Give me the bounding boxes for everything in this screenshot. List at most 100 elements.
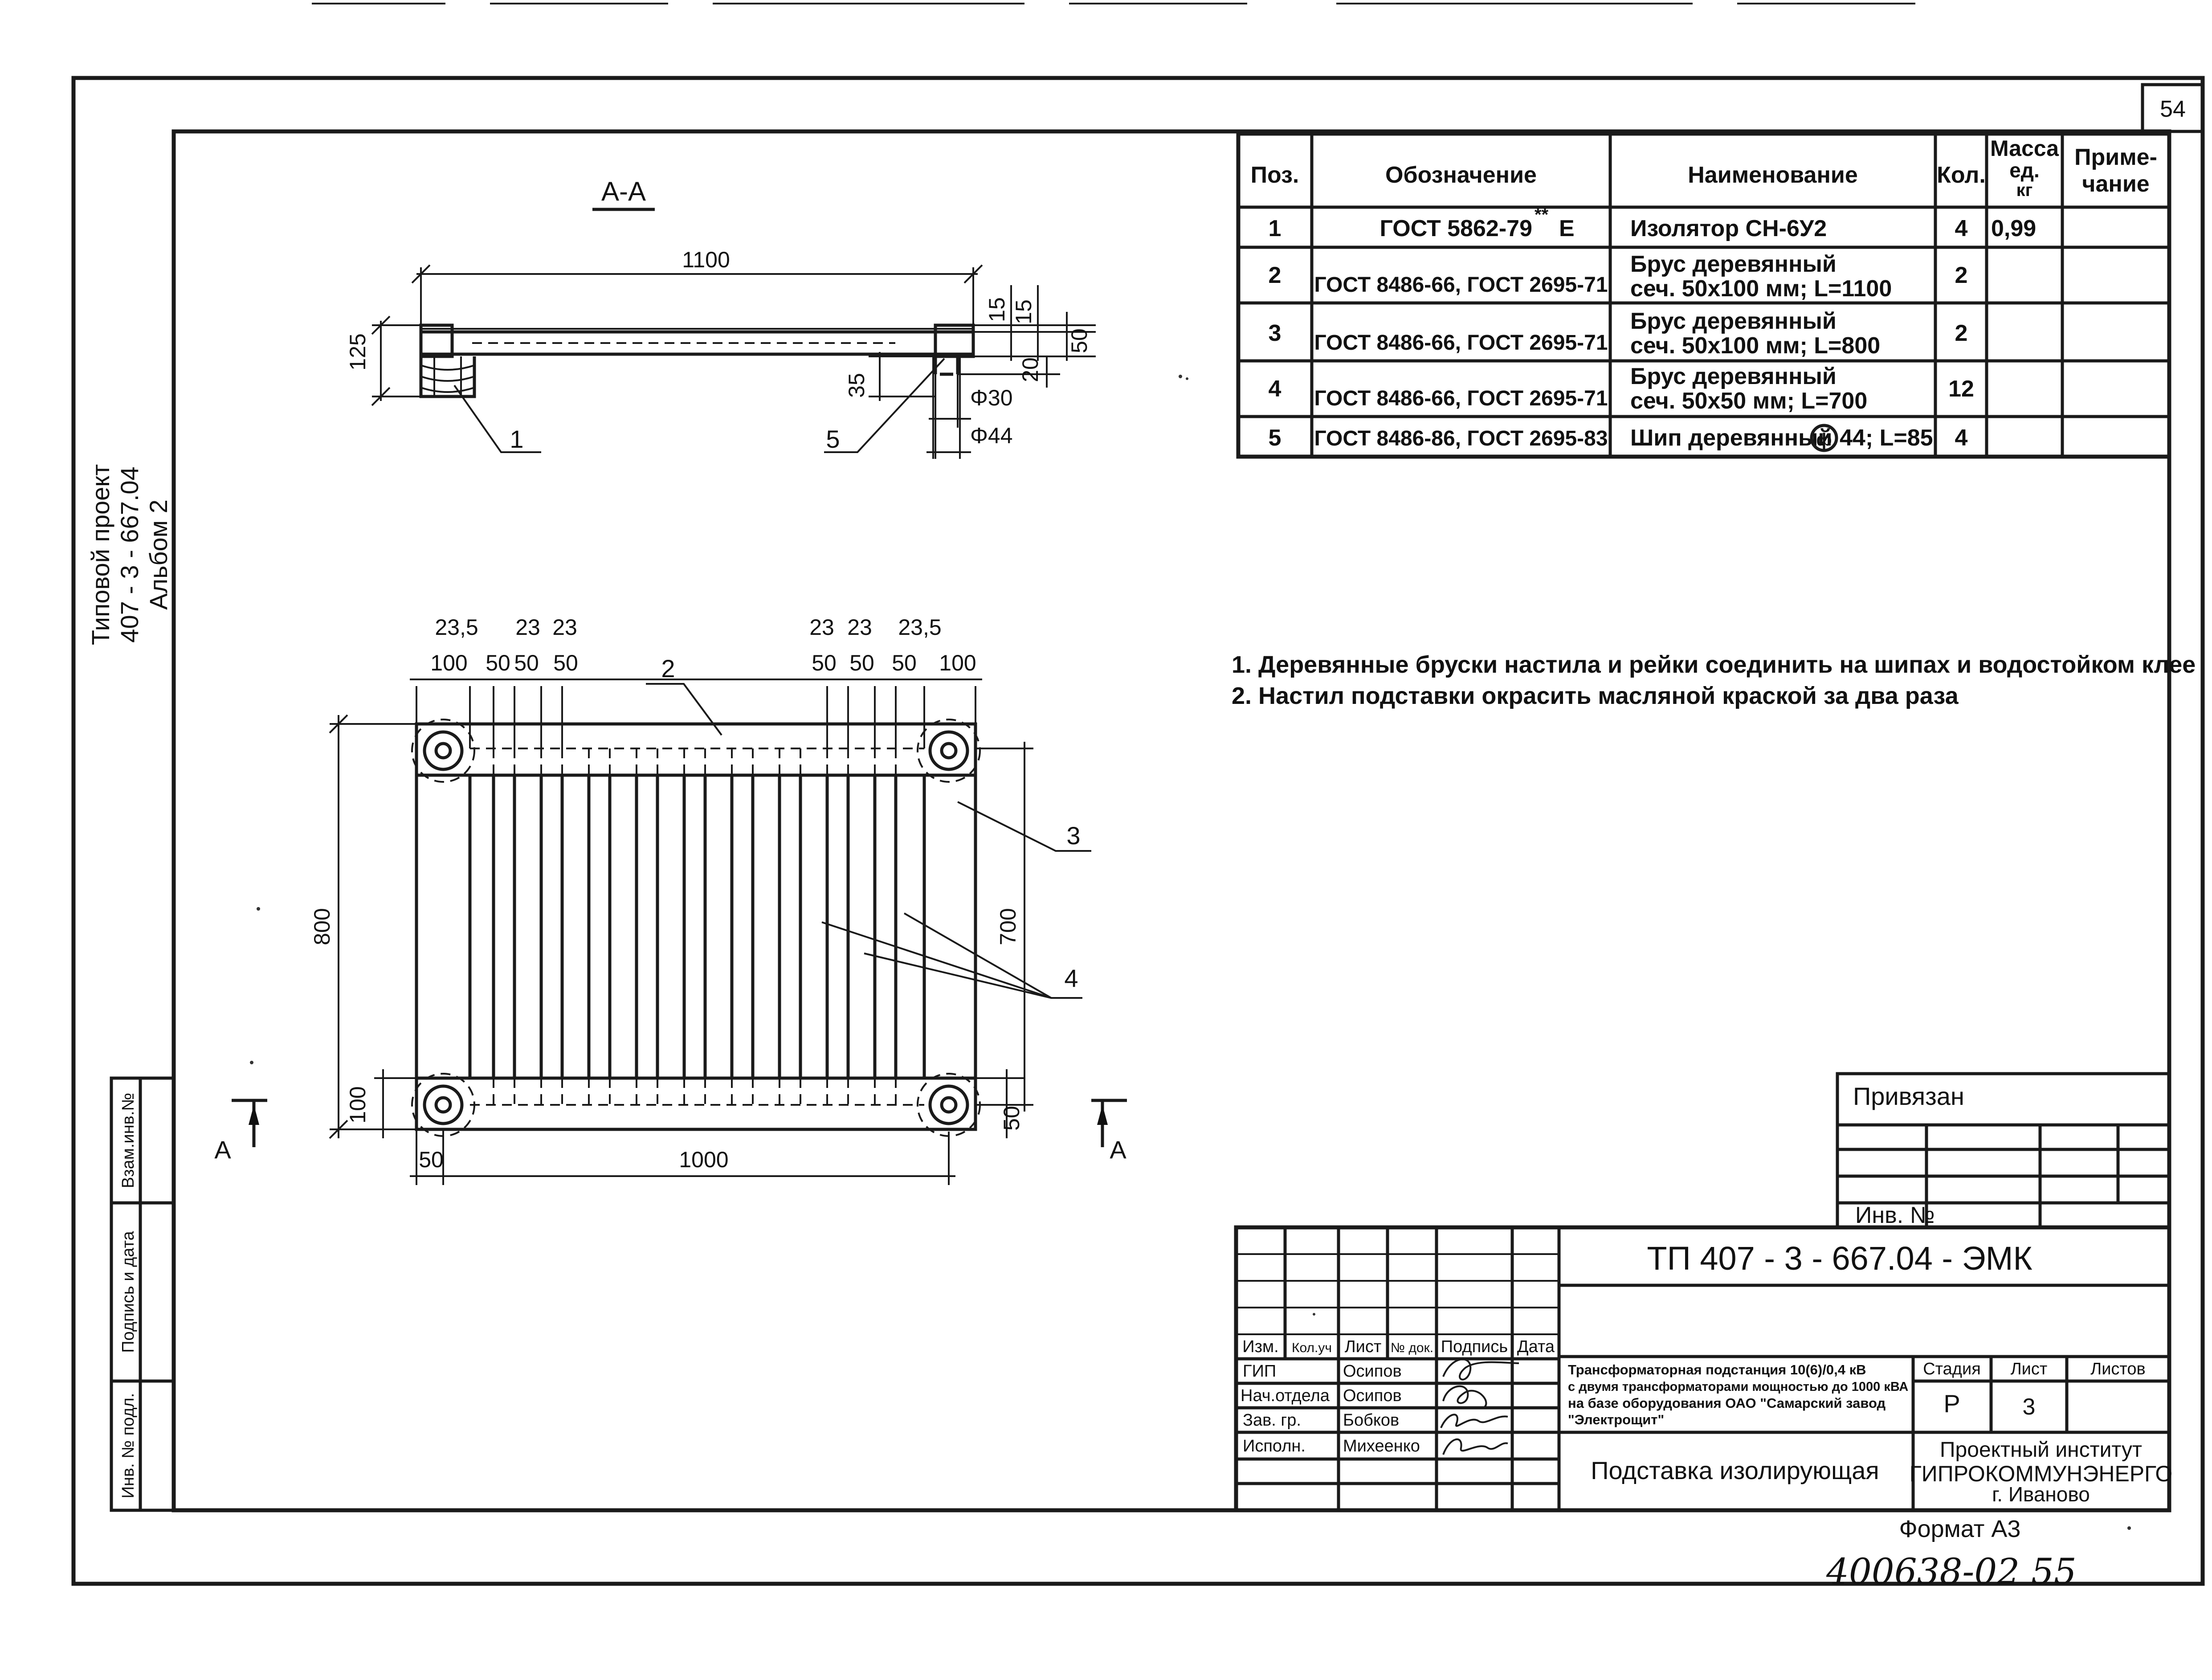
svg-text:Михеенко: Михеенко: [1343, 1437, 1420, 1455]
svg-text:Взам.инв.№: Взам.инв.№: [119, 1093, 138, 1188]
section-title: А-А: [601, 176, 646, 206]
svg-text:ф: ф: [1816, 430, 1832, 450]
svg-text:0,99: 0,99: [1991, 216, 2036, 241]
svg-text:35: 35: [844, 373, 869, 398]
svg-text:50: 50: [514, 650, 539, 675]
svg-text:23: 23: [515, 615, 540, 640]
section-a-a: А-А 1100 125 15 15 50 35 20: [345, 176, 1096, 459]
svg-text:Масса: Масса: [1990, 136, 2059, 161]
svg-text:Поз.: Поз.: [1251, 162, 1299, 188]
svg-text:Инв. №: Инв. №: [1855, 1202, 1934, 1228]
svg-text:1000: 1000: [679, 1147, 728, 1172]
svg-text:50: 50: [419, 1147, 444, 1172]
svg-text:23,5: 23,5: [435, 615, 478, 640]
svg-text:ГОСТ 5862-79: ГОСТ 5862-79: [1379, 216, 1532, 241]
svg-text:50: 50: [486, 650, 510, 675]
svg-text:1: 1: [1269, 216, 1281, 241]
svg-text:Изм.: Изм.: [1242, 1337, 1278, 1356]
svg-text:ГОСТ 8486-66, ГОСТ 2695-71: ГОСТ 8486-66, ГОСТ 2695-71: [1314, 387, 1608, 410]
svg-text:100: 100: [939, 650, 976, 675]
svg-text:400638-02: 400638-02: [1826, 1551, 2020, 1592]
svg-text:**: **: [1535, 205, 1549, 225]
svg-text:Инв. № подл.: Инв. № подл.: [119, 1393, 138, 1499]
svg-text:50: 50: [1067, 328, 1092, 353]
svg-text:Обозначение: Обозначение: [1385, 162, 1537, 188]
svg-text:ГИП: ГИП: [1243, 1362, 1276, 1381]
svg-text:Лист: Лист: [2011, 1360, 2048, 1378]
svg-text:Φ30: Φ30: [970, 385, 1013, 410]
callout-5: 5: [826, 425, 840, 453]
svg-text:50: 50: [999, 1106, 1024, 1131]
svg-text:4: 4: [1955, 425, 1968, 451]
title-block: Изм. Кол.уч Лист № док. Подпись Дата ГИП…: [1234, 1225, 2172, 1512]
callout-4: 4: [1064, 964, 1078, 992]
svg-text:на базе оборудования ОАО "Сама: на базе оборудования ОАО "Самарский заво…: [1568, 1395, 1886, 1411]
format-label: Формат А3: [1899, 1516, 2021, 1542]
svg-text:Подпись и дата: Подпись и дата: [119, 1230, 138, 1353]
svg-text:Дата: Дата: [1517, 1337, 1555, 1356]
svg-text:Кол.уч: Кол.уч: [1292, 1341, 1332, 1355]
svg-text:Типовой проект: Типовой проект: [86, 464, 114, 645]
svg-text:Привязан: Привязан: [1853, 1082, 1964, 1110]
svg-text:44; L=85: 44; L=85: [1840, 425, 1933, 451]
svg-text:4: 4: [1269, 376, 1281, 402]
signatures: [1440, 1358, 1519, 1455]
svg-text:12: 12: [1948, 376, 1974, 402]
general-notes: 1. Деревянные бруски настила и рейки сое…: [1232, 651, 2196, 709]
svg-text:Изолятор СН-6У2: Изолятор СН-6У2: [1630, 216, 1827, 241]
svg-text:5: 5: [1269, 425, 1281, 451]
svg-text:407 - 3 - 667.04: 407 - 3 - 667.04: [115, 466, 143, 642]
svg-text:сеч. 50х50 мм; L=700: сеч. 50х50 мм; L=700: [1630, 388, 1867, 414]
svg-text:15: 15: [1011, 299, 1036, 324]
svg-text:Шип деревянный: Шип деревянный: [1630, 425, 1832, 451]
dim-125: 125: [345, 333, 370, 370]
svg-text:Листов: Листов: [2090, 1360, 2145, 1378]
svg-text:А: А: [214, 1136, 231, 1164]
svg-text:Исполн.: Исполн.: [1243, 1437, 1306, 1455]
archive-number: 400638-02 55: [1826, 1551, 2077, 1592]
svg-text:Φ44: Φ44: [970, 423, 1013, 448]
svg-text:Осипов: Осипов: [1343, 1386, 1402, 1405]
svg-text:Бобков: Бобков: [1343, 1411, 1399, 1430]
svg-text:ГОСТ 8486-66, ГОСТ 2695-71: ГОСТ 8486-66, ГОСТ 2695-71: [1314, 331, 1608, 355]
svg-text:Нач.отдела: Нач.отдела: [1241, 1386, 1330, 1405]
side-project-label: Типовой проект 407 - 3 - 667.04 Альбом 2: [86, 464, 172, 645]
sheet-number: 54: [2160, 96, 2186, 122]
svg-text:700: 700: [996, 908, 1020, 945]
svg-text:55: 55: [2031, 1551, 2077, 1592]
sheet-frame: [71, 3, 2205, 1586]
svg-text:г. Иваново: г. Иваново: [1992, 1483, 2090, 1506]
svg-text:3: 3: [2023, 1394, 2036, 1420]
svg-text:50: 50: [849, 650, 874, 675]
svg-text:Лист: Лист: [1345, 1337, 1382, 1356]
svg-text:Е: Е: [1559, 216, 1575, 241]
svg-text:50: 50: [553, 650, 578, 675]
svg-text:чание: чание: [2082, 171, 2149, 197]
callout-2: 2: [661, 654, 675, 683]
svg-text:Проектный институт: Проектный институт: [1940, 1438, 2142, 1462]
svg-text:Стадия: Стадия: [1923, 1360, 1981, 1378]
dim-1100: 1100: [682, 247, 730, 272]
binding-block: Привязан Инв. №: [1836, 1072, 2171, 1229]
doc-code: ТП 407 - 3 - 667.04 - ЭМК: [1647, 1240, 2032, 1277]
svg-text:Наименование: Наименование: [1688, 162, 1858, 188]
svg-text:А: А: [1110, 1136, 1126, 1164]
svg-text:50: 50: [892, 650, 917, 675]
note-1: 1. Деревянные бруски настила и рейки сое…: [1232, 651, 2196, 678]
svg-text:23,5: 23,5: [898, 615, 941, 640]
svg-text:2: 2: [1955, 262, 1968, 288]
svg-text:ед.: ед.: [2009, 159, 2040, 182]
svg-text:3: 3: [1269, 320, 1281, 346]
svg-text:Брус деревянный: Брус деревянный: [1630, 308, 1837, 334]
side-stamp: Взам.инв.№ Подпись и дата Инв. № подл.: [110, 1076, 175, 1512]
svg-text:23: 23: [847, 615, 872, 640]
svg-text:2: 2: [1955, 320, 1968, 346]
callout-3: 3: [1066, 822, 1080, 850]
svg-text:15: 15: [984, 297, 1009, 322]
svg-text:4: 4: [1955, 216, 1968, 241]
svg-text:100: 100: [345, 1086, 370, 1123]
sheet-number-box: 54: [2141, 83, 2204, 133]
svg-text:Подпись: Подпись: [1441, 1337, 1508, 1356]
svg-text:Осипов: Осипов: [1343, 1362, 1402, 1381]
